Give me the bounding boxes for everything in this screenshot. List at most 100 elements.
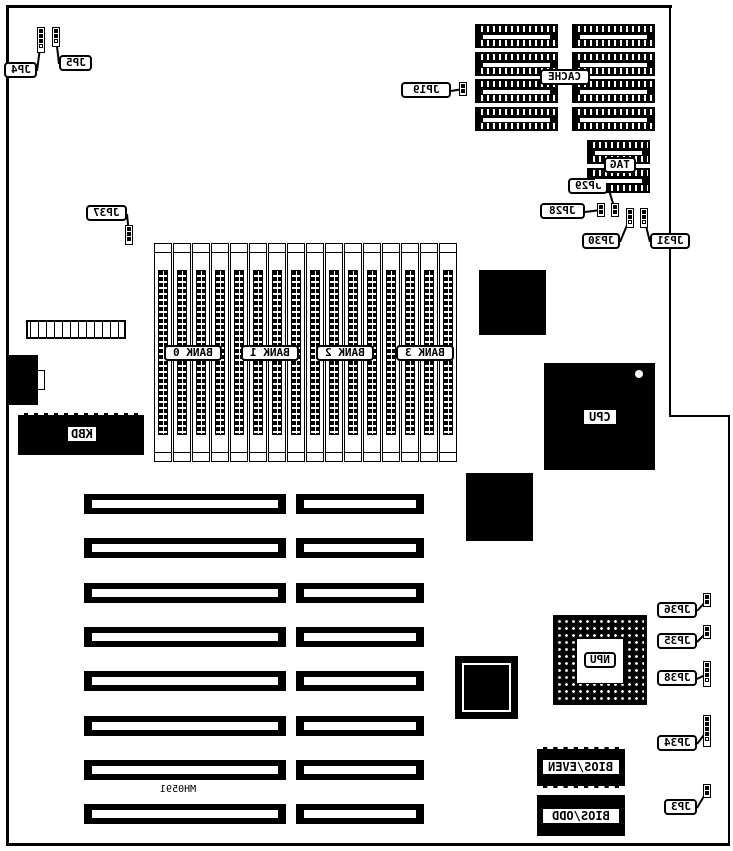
board-outline-right-upper bbox=[669, 5, 671, 417]
jumper-pin bbox=[705, 786, 709, 790]
simm-clip bbox=[364, 244, 380, 253]
small-plcc-chip bbox=[455, 656, 518, 719]
jp4-label-text: JP4 bbox=[10, 63, 31, 76]
simm-clip bbox=[250, 452, 266, 461]
jp35-label-text: JP35 bbox=[663, 634, 691, 647]
jp19-label-text: JP19 bbox=[412, 83, 440, 96]
jp3-label-text: JP3 bbox=[670, 800, 691, 813]
npu-label: NPU bbox=[584, 652, 616, 668]
plcc-chip-lower bbox=[466, 473, 533, 541]
header-connector bbox=[26, 320, 126, 339]
cache-chip bbox=[572, 24, 655, 48]
simm-clip bbox=[193, 244, 209, 253]
simm-clip bbox=[440, 244, 456, 253]
jp31-pins bbox=[640, 208, 648, 228]
isa-slot-short bbox=[296, 715, 424, 736]
plcc-chip-upper bbox=[479, 270, 546, 335]
simm-clip bbox=[383, 452, 399, 461]
cache-chip bbox=[475, 79, 558, 103]
jp37-label: JP37 bbox=[86, 205, 127, 221]
jumper-pin bbox=[39, 44, 43, 48]
jumper-pin bbox=[39, 34, 43, 38]
jp34-label-text: JP34 bbox=[663, 736, 691, 749]
jp31-label-text: JP31 bbox=[656, 234, 684, 247]
jp31-label: JP31 bbox=[650, 233, 690, 249]
tag-label: TAG bbox=[604, 157, 636, 173]
jumper-pin bbox=[127, 227, 131, 231]
jumper-pin bbox=[705, 717, 709, 721]
jp37-label-text: JP37 bbox=[93, 206, 120, 219]
bank-3-text: BANK 3 bbox=[405, 346, 445, 359]
jp30-label-text: JP30 bbox=[587, 234, 615, 247]
board-outline-right-lower bbox=[728, 415, 730, 846]
jumper-pin bbox=[54, 39, 58, 43]
jumper-pin bbox=[705, 632, 709, 636]
simm-clip bbox=[307, 244, 323, 253]
jp28-label: JP28 bbox=[540, 203, 585, 219]
bank-1-text: BANK 1 bbox=[250, 346, 290, 359]
jp34-label: JP34 bbox=[657, 735, 697, 751]
jp36-pins bbox=[703, 593, 711, 607]
jumper-pin bbox=[127, 237, 131, 241]
jumper-pin bbox=[642, 220, 646, 224]
bios-odd-label: BIOS/ODD bbox=[543, 809, 619, 823]
isa-slot-short bbox=[296, 759, 424, 780]
jp34-pins bbox=[703, 715, 711, 747]
bios-odd-text: BIOS/ODD bbox=[552, 809, 610, 823]
cpu-pin1-dot bbox=[635, 370, 643, 378]
jumper-pin bbox=[39, 39, 43, 43]
jumper-pin bbox=[642, 215, 646, 219]
tag-label-text: TAG bbox=[610, 158, 630, 171]
board-outline-left bbox=[6, 5, 9, 846]
jp19-pins bbox=[459, 82, 467, 96]
jumper-pin bbox=[613, 210, 617, 214]
simm-clip bbox=[383, 244, 399, 253]
jp38-label: JP38 bbox=[657, 670, 697, 686]
simm-clip bbox=[326, 244, 342, 253]
simm-clip bbox=[345, 452, 361, 461]
jumper-pin bbox=[54, 34, 58, 38]
bank-2-text: BANK 2 bbox=[325, 346, 365, 359]
simm-clip bbox=[231, 244, 247, 253]
npu-label-text: NPU bbox=[590, 653, 610, 666]
cache-chip bbox=[572, 52, 655, 76]
cache-chip bbox=[475, 24, 558, 48]
jumper-pin bbox=[461, 84, 465, 88]
jumper-pin bbox=[599, 210, 603, 214]
jumper-pin bbox=[461, 89, 465, 93]
simm-clip bbox=[307, 452, 323, 461]
kbd-label: KBD bbox=[68, 427, 96, 441]
jp36-label: JP36 bbox=[657, 602, 697, 618]
jp38-label-text: JP38 bbox=[663, 671, 691, 684]
jumper-pin bbox=[705, 595, 709, 599]
jp35-label: JP35 bbox=[657, 633, 697, 649]
cache-chip bbox=[475, 107, 558, 131]
isa-slot-short bbox=[296, 671, 424, 692]
cpu-label-text: CPU bbox=[589, 410, 611, 424]
jumper-pin bbox=[39, 29, 43, 33]
isa-slot-long bbox=[84, 582, 286, 603]
bank-3-label: BANK 3 bbox=[396, 345, 454, 361]
simm-clip bbox=[421, 452, 437, 461]
jumper-pin bbox=[127, 232, 131, 236]
isa-slot-short bbox=[296, 494, 424, 514]
jp5-pins bbox=[52, 27, 60, 47]
jumper-pin bbox=[705, 600, 709, 604]
jumper-pin bbox=[705, 627, 709, 631]
jp37-pins bbox=[125, 225, 133, 245]
jumper-pin bbox=[54, 29, 58, 33]
jp5-label-text: JP5 bbox=[65, 56, 86, 69]
jp38-pins bbox=[703, 661, 711, 687]
jumper-pin bbox=[613, 205, 617, 209]
simm-clip bbox=[269, 244, 285, 253]
bios-even-text: BIOS/EVEN bbox=[548, 760, 614, 774]
simm-slot bbox=[382, 243, 400, 462]
jumper-pin bbox=[705, 737, 709, 741]
isa-slot-long bbox=[84, 494, 286, 514]
jp36-label-text: JP36 bbox=[663, 603, 691, 616]
simm-clip bbox=[345, 244, 361, 253]
jp28-pins bbox=[597, 203, 605, 217]
bank-0-text: BANK 0 bbox=[173, 346, 213, 359]
jumper-pin bbox=[705, 722, 709, 726]
simm-clip bbox=[288, 244, 304, 253]
